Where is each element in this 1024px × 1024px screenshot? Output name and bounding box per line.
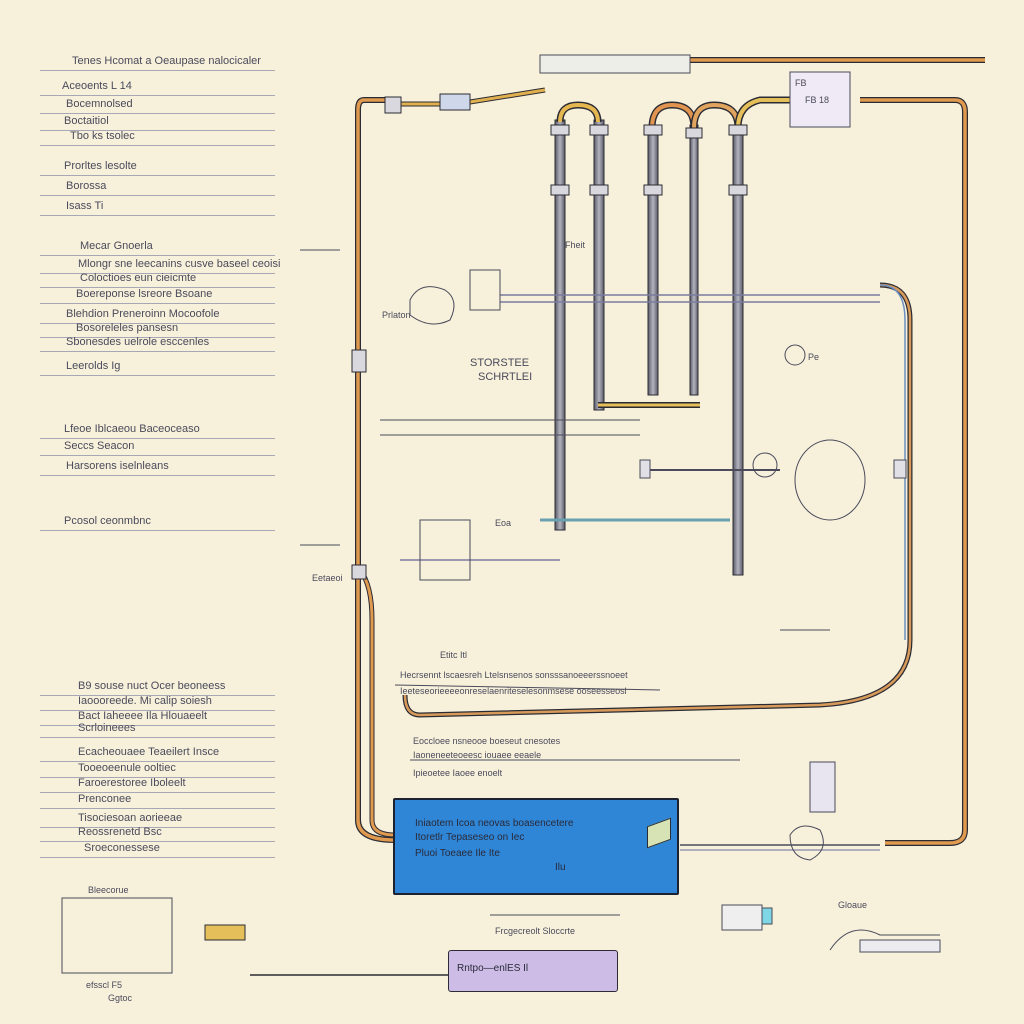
note-underline xyxy=(40,175,275,176)
left-note-0: Tenes Hcomat a Oeaupase nalocicaler xyxy=(72,55,261,67)
left-note-13: Bosoreleles pansesn xyxy=(76,322,179,334)
purple-box-text: Rntpo—enlES Il xyxy=(457,963,529,974)
bottom-mid-line-1: Hecrsennt lscaesreh Ltelsnsenos sonsssan… xyxy=(400,670,628,680)
mid-label-1: STORSTEE xyxy=(470,357,530,369)
connector-tab xyxy=(647,817,671,849)
left-note-12: Blehdion Preneroinn Mocoofole xyxy=(66,308,220,320)
note-underline xyxy=(40,303,275,304)
note-underline xyxy=(40,455,275,456)
left-note-10: Coloctioes eun cieicmte xyxy=(80,272,197,284)
note-underline xyxy=(40,130,275,131)
left-note-21: Iaoooreede. Mi calip soiesh xyxy=(78,695,212,707)
bottom-note-3: Ipieoetee Iaoee enoelt xyxy=(413,768,503,778)
left-note-20: B9 souse nuct Ocer beoneess xyxy=(78,680,226,692)
left-note-6: Borossa xyxy=(66,180,107,192)
note-underline xyxy=(40,375,275,376)
note-underline xyxy=(40,438,275,439)
bottom-mid-label: Frcgecreolt Sloccrte xyxy=(495,926,576,936)
left-note-22: Bact Iaheeee Ila Hlouaeelt xyxy=(78,710,208,722)
left-note-8: Mecar Gnoerla xyxy=(80,240,153,252)
note-underline xyxy=(40,287,275,288)
horizontal-lines xyxy=(250,294,880,976)
note-underline xyxy=(40,145,275,146)
note-underline xyxy=(40,857,275,858)
left-note-14: Sbonesdes uelrole esccenles xyxy=(66,336,210,348)
note-underline xyxy=(40,737,275,738)
note-underline xyxy=(40,95,275,96)
left-note-27: Prenconee xyxy=(78,793,132,805)
orange-cable-loop xyxy=(355,97,396,843)
note-underline xyxy=(40,827,275,828)
left-note-7: Isass Ti xyxy=(66,200,104,212)
tall-label: Fheit xyxy=(565,240,586,250)
note-underline xyxy=(40,475,275,476)
note-underline xyxy=(40,808,275,809)
left-note-4: Tbo ks tsolec xyxy=(70,130,135,142)
left-note-16: Lfeoe Iblcaeou Baceoceaso xyxy=(64,423,200,435)
blue-panel-line-1: Iniaotem Icoa neovas boasencetere xyxy=(415,818,574,829)
note-underline xyxy=(40,255,275,256)
top-left-label: Prlaton xyxy=(382,310,411,320)
note-underline xyxy=(40,792,275,793)
note-underline xyxy=(40,323,275,324)
mid-lower-label: Eetaeoi xyxy=(312,573,343,583)
left-note-1: Aceoents L 14 xyxy=(62,80,132,92)
tag-right: Gloaue xyxy=(838,900,868,910)
left-note-17: Seccs Seacon xyxy=(64,440,135,452)
note-underline xyxy=(40,725,275,726)
left-note-24: Ecacheouaee Teaeilert Insce xyxy=(78,746,220,758)
vertical-tubes xyxy=(550,96,790,576)
bottom-left-caption-2: Ggtoc xyxy=(108,993,133,1003)
left-note-15: Leerolds Ig xyxy=(66,360,121,372)
sketch-components xyxy=(61,54,941,974)
note-underline xyxy=(40,273,275,274)
left-note-25: Tooeoeenule ooltiec xyxy=(78,762,176,774)
bottom-note-2: Iaoneneeteoeesc iouaee eeaele xyxy=(413,750,542,760)
left-note-18: Harsorens iselnleans xyxy=(66,460,169,472)
bottom-mid-line-2: Ieeteseorieeeeonreselaenriteselesonmsese… xyxy=(400,686,627,696)
bottom-note: Eoccloee nsneooe boeseut cnesotes xyxy=(413,736,561,746)
left-note-28: Tisociesoan aorieeae xyxy=(78,812,183,824)
small-tag-1: Etitc Itl xyxy=(440,650,468,660)
left-note-26: Faroerestoree Iboleelt xyxy=(78,777,186,789)
small-tag-2: Eoa xyxy=(495,518,512,528)
purple-module-box: Rntpo—enlES Il xyxy=(448,950,618,992)
right-top-box-label: FB xyxy=(795,78,807,88)
note-underline xyxy=(40,195,275,196)
left-note-3: Boctaitiol xyxy=(64,115,109,127)
left-note-9: Mlongr sne leecanins cusve baseel ceoisi xyxy=(78,258,281,270)
note-underline xyxy=(40,695,275,696)
left-note-2: Bocemnolsed xyxy=(66,98,133,110)
left-note-19: Pcosol ceonmbnc xyxy=(64,515,151,527)
left-note-30: Sroeconessese xyxy=(84,842,160,854)
note-underline xyxy=(40,777,275,778)
note-underline xyxy=(40,761,275,762)
legend-hint: Bleecorue xyxy=(88,885,129,895)
bottom-left-caption: efsscl F5 xyxy=(86,980,123,990)
blue-panel-line-4: Ilu xyxy=(555,862,566,873)
circle-label-right: Pe xyxy=(808,352,820,362)
note-underline xyxy=(40,351,275,352)
left-note-11: Boereponse lsreore Bsoane xyxy=(76,288,213,300)
note-underline xyxy=(40,70,275,71)
note-underline xyxy=(40,215,275,216)
left-note-5: Prorltes lesolte xyxy=(64,160,137,172)
mid-label-2: SCHRTLEI xyxy=(478,371,533,383)
left-note-23: Scrloineees xyxy=(78,722,136,734)
blue-control-panel: Iniaotem Icoa neovas boasencetere Itoret… xyxy=(393,798,679,895)
right-box-values: FB 18 xyxy=(805,95,830,105)
left-note-29: Reossrenetd Bsc xyxy=(78,826,162,838)
blue-panel-line-3: Pluoi Toeaee Ile Ite xyxy=(415,848,500,859)
note-underline xyxy=(40,113,275,114)
note-underline xyxy=(40,337,275,338)
blue-panel-line-2: Itoretlr Tepaseseo on Iec xyxy=(415,832,525,843)
note-underline xyxy=(40,710,275,711)
note-underline xyxy=(40,530,275,531)
orange-cable-lower xyxy=(357,568,396,838)
note-underline xyxy=(40,841,275,842)
